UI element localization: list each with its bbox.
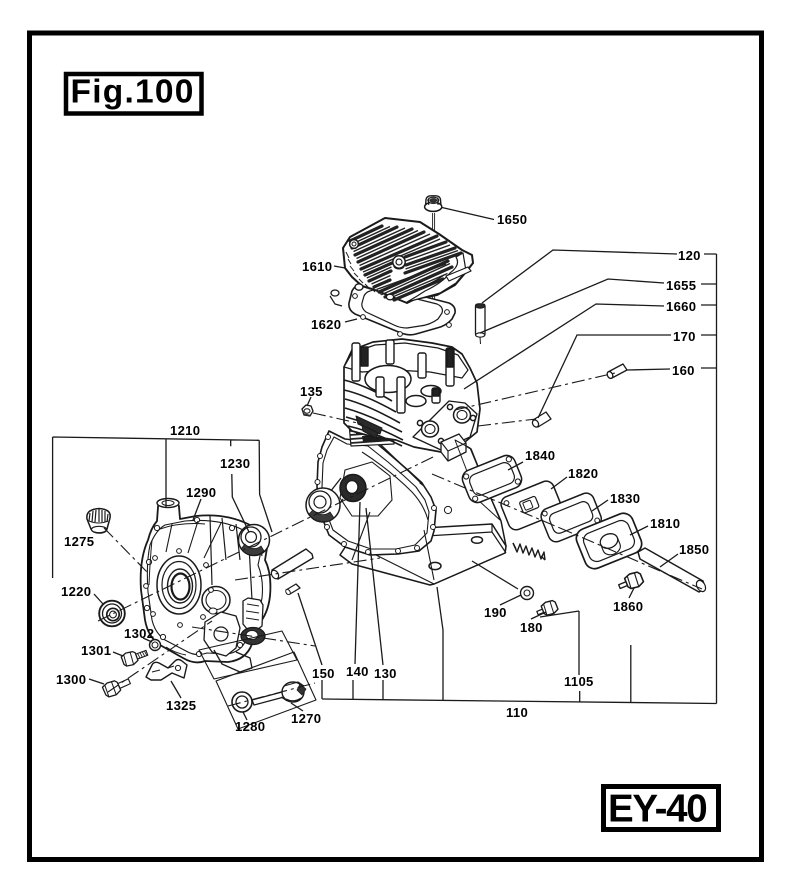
svg-text:1860: 1860 bbox=[613, 599, 643, 614]
svg-text:1280: 1280 bbox=[235, 719, 265, 734]
svg-text:1840: 1840 bbox=[525, 448, 555, 463]
svg-text:1620: 1620 bbox=[311, 317, 341, 332]
svg-text:1610: 1610 bbox=[302, 259, 332, 274]
svg-text:1810: 1810 bbox=[650, 516, 680, 531]
svg-text:1650: 1650 bbox=[497, 212, 527, 227]
svg-text:110: 110 bbox=[506, 705, 528, 720]
svg-text:1230: 1230 bbox=[220, 456, 250, 471]
svg-text:1270: 1270 bbox=[291, 711, 321, 726]
svg-text:1220: 1220 bbox=[61, 584, 91, 599]
svg-text:1210: 1210 bbox=[170, 423, 200, 438]
svg-text:1301: 1301 bbox=[81, 643, 111, 658]
svg-text:160: 160 bbox=[672, 363, 695, 378]
svg-text:190: 190 bbox=[484, 605, 507, 620]
svg-text:Fig.100: Fig.100 bbox=[71, 74, 195, 111]
svg-text:1275: 1275 bbox=[64, 534, 94, 549]
svg-text:150: 150 bbox=[312, 666, 335, 681]
svg-text:1850: 1850 bbox=[679, 542, 709, 557]
svg-text:170: 170 bbox=[673, 329, 696, 344]
svg-text:EY-40: EY-40 bbox=[608, 788, 706, 831]
svg-text:180: 180 bbox=[520, 620, 543, 635]
svg-text:130: 130 bbox=[374, 666, 397, 681]
svg-text:1655: 1655 bbox=[666, 278, 696, 293]
svg-text:1290: 1290 bbox=[186, 485, 216, 500]
svg-text:1820: 1820 bbox=[568, 466, 598, 481]
svg-text:1300: 1300 bbox=[56, 672, 86, 687]
svg-text:1660: 1660 bbox=[666, 299, 696, 314]
svg-text:140: 140 bbox=[346, 664, 369, 679]
svg-text:1302: 1302 bbox=[124, 626, 154, 641]
svg-text:120: 120 bbox=[678, 248, 701, 263]
svg-text:1105: 1105 bbox=[564, 674, 594, 689]
svg-text:1830: 1830 bbox=[610, 491, 640, 506]
svg-text:135: 135 bbox=[300, 384, 323, 399]
svg-text:1325: 1325 bbox=[166, 698, 196, 713]
